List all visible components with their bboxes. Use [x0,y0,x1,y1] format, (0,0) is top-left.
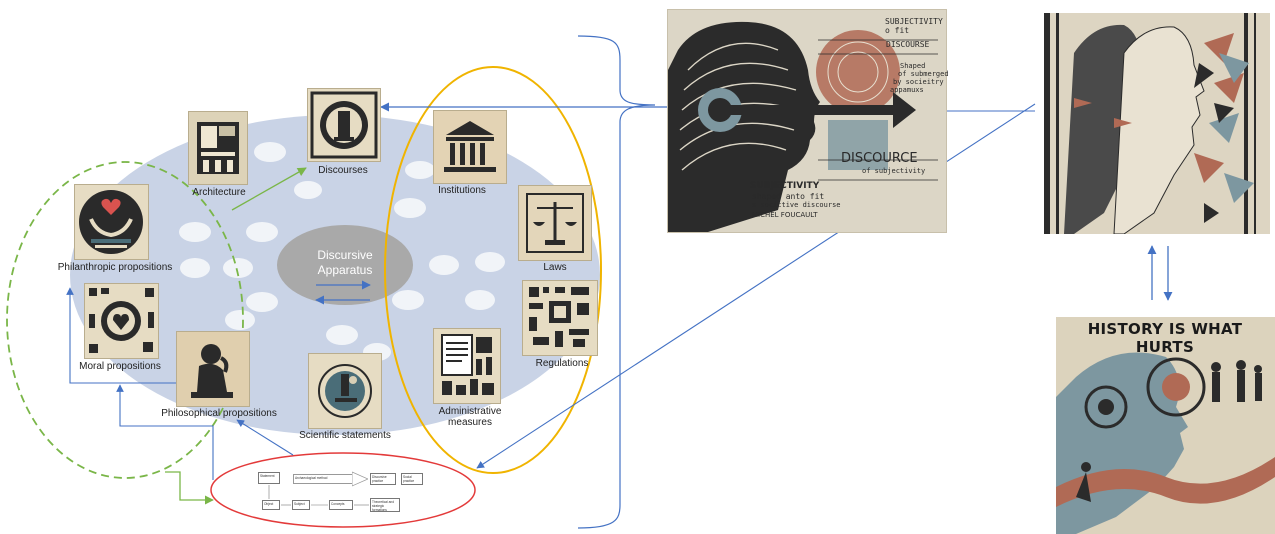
flow-concepts-box: Concepts [329,500,353,510]
poster-top-text-3: Shaped [900,62,926,70]
architecture-icon [188,111,248,185]
profile-head-illustration [668,10,946,232]
arrow-method-to-moral [116,384,214,480]
philanthropic-propositions-icon [74,184,149,260]
history-poster [1056,317,1275,534]
architecture-label: Architecture [192,187,246,198]
poster-top-text-5: by socieitry [893,78,944,86]
curly-bracket [577,35,656,529]
flow-discursive-practice-box: Discursive practice [370,473,396,485]
flow-object-box: Object [262,500,280,510]
arrow-philosophical-to-philanthropic [66,287,195,384]
flow-social-practice-box: Social practice [401,473,423,485]
laws-icon [518,185,592,261]
center-ellipse [277,225,413,305]
poster-top-text-0: SUBJECTIVITY [885,17,943,26]
regulations-icon [522,280,598,356]
discourses-label: Discourses [318,165,368,176]
philanthropic-propositions-label: Philanthropic propositions [57,262,173,273]
arrow-method-to-philosophical [236,419,294,456]
arrow-architecture-to-discourses [231,167,307,211]
flow-method-arrow [352,471,368,487]
poster-top-text-2: DISCOURSE [886,40,930,49]
center-label: Discursive Apparatus [290,248,400,278]
method-ellipse [210,452,476,528]
subjectivity-poster [667,9,947,233]
poster-bottom-text-3: MICHEL FOUCAULT [752,211,818,219]
propositions-dashed-ellipse [6,161,244,479]
laws-label: Laws [543,262,567,273]
administrative-measures-label: Administrative measures [438,406,502,428]
history-poster-title: HISTORY IS WHAT HURTS [1087,320,1243,356]
poster-bottom-text-2: s socictive discourse [752,201,841,209]
flow-connectors [268,485,369,506]
flow-theoretical-strategy-box: Theoretical and strategic formations [370,498,400,512]
scientific-statements-icon [308,353,382,429]
history-illustration [1056,317,1275,534]
poster-top-text-4: of submerged [898,70,949,78]
scientific-statements-label: Scientific statements [299,430,391,441]
decorative-dots [179,142,505,361]
flow-subject-box: Subject [292,500,310,510]
philosophical-propositions-icon [176,331,250,407]
institutions-ellipse [384,66,602,474]
center-label-line1: Discursive [317,248,373,262]
moral-propositions-icon [84,283,159,359]
arrow-green-to-method [165,471,214,505]
poster-big-word: DISCOURCE [841,151,918,166]
institutions-label: Institutions [438,185,486,196]
poster-top-text-6: appamuxs [890,86,924,94]
philosophical-propositions-label: Philosophical propositions [161,408,277,419]
poster-bottom-text-1: shaped anto fit [752,192,825,201]
two-faces-illustration [1044,13,1270,234]
discourses-icon [307,88,381,162]
poster-bottom-text-0: SUBJECTIVITY [750,181,820,191]
institutions-icon [433,110,507,184]
moral-propositions-label: Moral propositions [79,361,161,372]
two-faces-poster [1044,13,1270,234]
center-label-line2: Apparatus [317,263,373,277]
poster-top-text-1: o fit [885,26,910,35]
administrative-measures-icon [433,328,501,404]
flow-statement-box: Statement [258,472,280,484]
regulations-label: Regulations [535,358,589,369]
poster-big-sub: of subjectivity [862,167,926,175]
